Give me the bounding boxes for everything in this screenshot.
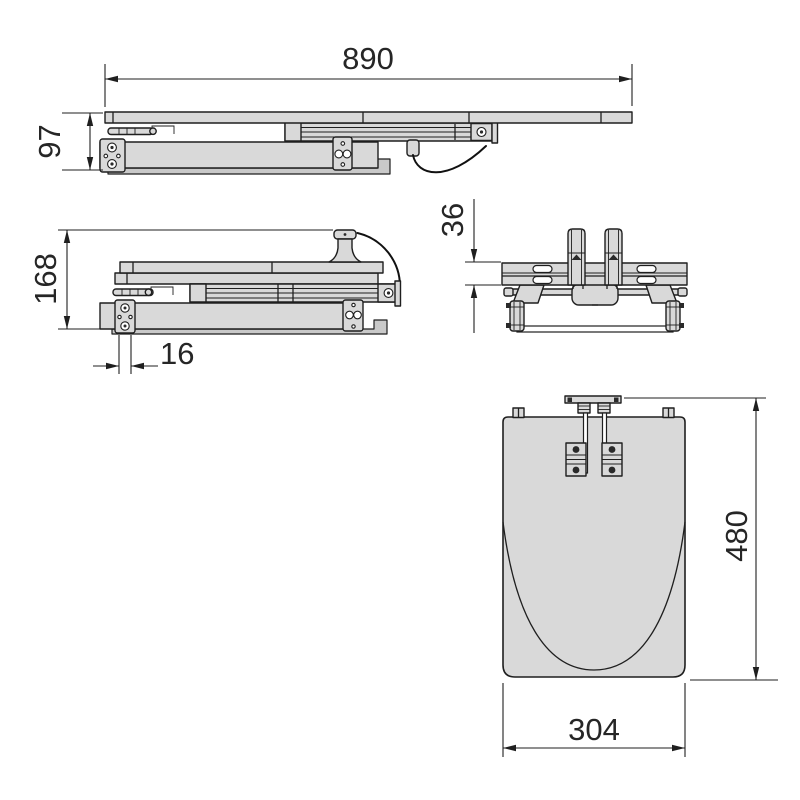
dim-label-97: 97: [32, 124, 67, 158]
mounting-plate-right-folded: [342, 299, 364, 332]
fixed-rail-folded: [99, 302, 388, 335]
dim-label-480: 480: [719, 510, 754, 562]
latch-rod-folded: [112, 286, 174, 297]
rotation-arc: [356, 232, 402, 288]
clip-left: [567, 228, 586, 289]
dim-board-depth: 480: [624, 397, 778, 681]
dim-rail-height: 36: [435, 199, 501, 333]
dim-label-36: 36: [435, 203, 470, 237]
bearing-block-right: [601, 442, 623, 477]
view-front-mount: [501, 228, 688, 333]
damper-tab-and-cable: [406, 139, 487, 174]
roller-right: [665, 300, 684, 332]
boards-folded: [114, 261, 384, 285]
mounting-plate-left-folded: [114, 299, 136, 334]
bottom-crossbar: [516, 325, 674, 333]
clip-right: [604, 228, 623, 289]
damper-cable: [412, 145, 487, 174]
slide-rail-folded: [189, 280, 402, 307]
roller-left: [506, 300, 525, 332]
wall-plate: [564, 395, 622, 414]
dim-label-16: 16: [160, 336, 194, 371]
center-slider-block: [571, 283, 619, 306]
mounting-plate-left: [99, 138, 126, 173]
dim-label-168: 168: [28, 253, 63, 305]
top-board-extended: [104, 111, 633, 124]
dim-extended-height: 97: [32, 112, 103, 171]
dim-label-890: 890: [342, 41, 394, 76]
dim-board-width: 304: [502, 683, 686, 757]
corner-tabs: [512, 407, 675, 419]
dim-label-304: 304: [568, 712, 620, 747]
handle-knob: [328, 229, 362, 263]
view-board-top: [502, 395, 686, 678]
board-outline: [502, 416, 686, 678]
fixed-rail-extended: [99, 141, 391, 175]
dim-base-offset: 16: [93, 335, 194, 374]
mount-bar: [501, 262, 688, 286]
view-extended-side: [99, 111, 633, 175]
mounting-plate-right: [332, 136, 353, 171]
latch-rod-extended: [107, 125, 175, 136]
view-folded-side: [99, 229, 402, 335]
dim-extended-length: 890: [104, 41, 633, 107]
bearing-block-left: [565, 442, 587, 477]
board-nose-curve: [502, 521, 686, 671]
dim-folded-height: 168: [28, 229, 333, 330]
